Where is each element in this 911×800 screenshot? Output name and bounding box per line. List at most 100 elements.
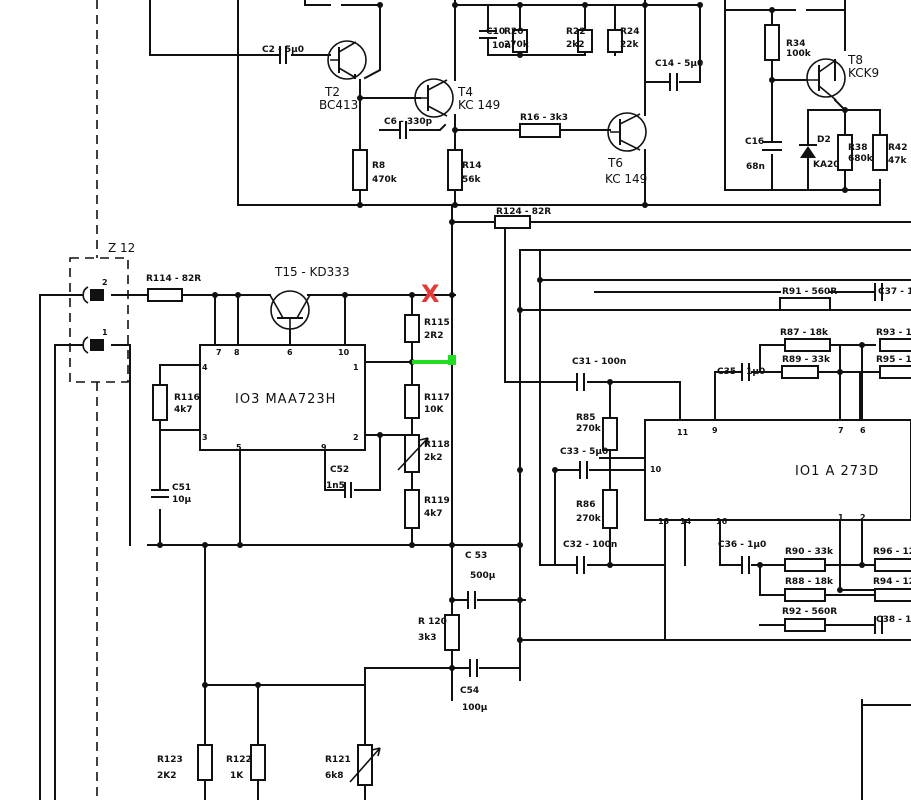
svg-text:R115: R115 — [424, 318, 450, 328]
resistor-r90: R90 - 33k — [784, 547, 834, 572]
transistor-t6: T6 KC 149 — [605, 112, 647, 186]
connector-pin-2-jack — [90, 289, 104, 301]
io3-pin-5: 5 — [236, 443, 242, 452]
io1-pin-9: 9 — [712, 426, 718, 435]
svg-text:100k: 100k — [786, 49, 812, 59]
connector-pin-1-label: 1 — [102, 328, 108, 337]
io3-pin-6: 6 — [287, 348, 293, 357]
svg-text:680k: 680k — [848, 154, 874, 164]
capacitor-c31: C31 - 100n — [572, 357, 626, 391]
svg-text:100μ: 100μ — [462, 703, 488, 713]
svg-text:1K: 1K — [230, 771, 244, 781]
capacitors: C2 - 5μ0 C6 - 330p C10 10n C14 - 5μ0 C16… — [151, 27, 911, 713]
svg-text:C 53: C 53 — [465, 551, 487, 561]
svg-text:R95 - 12: R95 - 12 — [876, 355, 911, 365]
svg-text:C32 - 100n: C32 - 100n — [563, 540, 617, 550]
t6-name: T6 — [607, 156, 623, 170]
resistor-r116: R116 4k7 — [152, 384, 200, 421]
io1-pin-13: 13 — [658, 517, 669, 526]
resistor-r115: R115 2R2 — [404, 314, 450, 343]
svg-text:R34: R34 — [786, 39, 805, 49]
svg-text:270k: 270k — [576, 424, 602, 434]
svg-text:1n5: 1n5 — [326, 481, 345, 491]
connector-name: Z 12 — [108, 241, 135, 255]
capacitor-c16: C16 68n — [745, 137, 782, 172]
transistor-t15: T15 - KD333 — [269, 265, 350, 330]
svg-text:C10: C10 — [486, 27, 505, 37]
svg-text:R117: R117 — [424, 393, 450, 403]
resistor-r86: R86 270k — [576, 489, 618, 529]
svg-text:270k: 270k — [576, 514, 602, 524]
io1-pin-10: 10 — [650, 465, 662, 474]
svg-text:R87 - 18k: R87 - 18k — [780, 328, 829, 338]
red-cross-marker: X — [421, 280, 440, 308]
resistor-r124: R124 - 82R — [494, 207, 551, 229]
io3-pin-8: 8 — [234, 348, 240, 357]
resistor-r96: R96 - 12 — [873, 547, 911, 572]
t2-name: T2 — [324, 85, 340, 99]
resistor-r16: R16 - 3k3 — [519, 113, 568, 138]
resistor-r88: R88 - 18k — [784, 577, 834, 602]
t4-type: KC 149 — [458, 98, 500, 112]
transistor-t4: T4 KC 149 — [414, 78, 500, 118]
svg-text:R96 - 12: R96 - 12 — [873, 547, 911, 557]
svg-text:R22: R22 — [566, 27, 585, 37]
svg-text:500μ: 500μ — [470, 571, 496, 581]
svg-text:R94 - 12: R94 - 12 — [873, 577, 911, 587]
transistor-t8: T8 KCK9 — [805, 53, 879, 101]
io1-pin-7: 7 — [838, 426, 844, 435]
t6-type: KC 149 — [605, 172, 647, 186]
d2-name: D2 — [817, 135, 831, 145]
svg-text:R123: R123 — [157, 755, 183, 765]
svg-text:R122: R122 — [226, 755, 252, 765]
svg-text:C51: C51 — [172, 483, 191, 493]
svg-text:C6 - 330p: C6 - 330p — [384, 117, 433, 127]
svg-text:R8: R8 — [372, 161, 385, 171]
capacitor-c32: C32 - 100n — [563, 540, 617, 574]
svg-text:R16 - 3k3: R16 - 3k3 — [520, 113, 568, 123]
resistor-r24: R24 22k — [607, 27, 640, 53]
potentiometer-r121: R121 6k8 — [325, 744, 381, 786]
t4-name: T4 — [457, 85, 473, 99]
capacitor-c38: C38 - 15 — [874, 615, 911, 634]
svg-text:R85: R85 — [576, 413, 595, 423]
io3-pin-9: 9 — [321, 443, 327, 452]
svg-text:R20: R20 — [504, 27, 523, 37]
t2-type: BC413 — [319, 98, 358, 112]
io1-pin-6: 6 — [860, 426, 866, 435]
capacitor-c52: C52 1n5 — [326, 465, 352, 498]
svg-text:R90 - 33k: R90 - 33k — [785, 547, 834, 557]
resistor-r42: R42 47k — [872, 134, 908, 171]
capacitor-c51: C51 10μ — [151, 483, 192, 505]
transistor-t2: T2 BC413 — [319, 40, 367, 112]
svg-text:C54: C54 — [460, 686, 479, 696]
svg-text:C35 - 1μ0: C35 - 1μ0 — [717, 367, 765, 377]
svg-text:56k: 56k — [462, 175, 482, 185]
resistor-r119: R119 4k7 — [404, 489, 450, 529]
connector-pin-1-jack — [90, 339, 104, 351]
svg-text:R 120: R 120 — [418, 617, 447, 627]
svg-text:2R2: 2R2 — [424, 331, 443, 341]
svg-text:10K: 10K — [424, 405, 445, 415]
junction-dots — [157, 2, 865, 688]
svg-text:R92 - 560R: R92 - 560R — [782, 607, 837, 617]
resistor-r120: R 120 3k3 — [418, 614, 460, 651]
resistor-r92: R92 - 560R — [782, 607, 837, 632]
svg-text:270k: 270k — [504, 40, 530, 50]
capacitor-c37: C37 - 15 — [874, 283, 911, 301]
resistor-r38: R38 680k — [837, 134, 874, 171]
svg-text:C37 - 15: C37 - 15 — [878, 287, 911, 297]
io3-pin-1: 1 — [353, 363, 359, 372]
svg-text:R118: R118 — [424, 440, 450, 450]
resistors: R8 470k R14 56k R16 - 3k3 R20 270k R22 2… — [146, 24, 911, 786]
svg-text:R114 - 82R: R114 - 82R — [146, 274, 201, 284]
svg-text:R14: R14 — [462, 161, 481, 171]
diode-d2: D2 KA20 — [799, 135, 839, 170]
capacitor-c53: C 53 500μ — [465, 551, 496, 609]
svg-text:C14 - 5μ0: C14 - 5μ0 — [655, 59, 703, 69]
resistor-r87: R87 - 18k — [780, 328, 831, 352]
resistor-r22: R22 2k2 — [566, 27, 593, 53]
svg-text:R89 - 33k: R89 - 33k — [782, 355, 831, 365]
svg-text:10μ: 10μ — [172, 495, 192, 505]
